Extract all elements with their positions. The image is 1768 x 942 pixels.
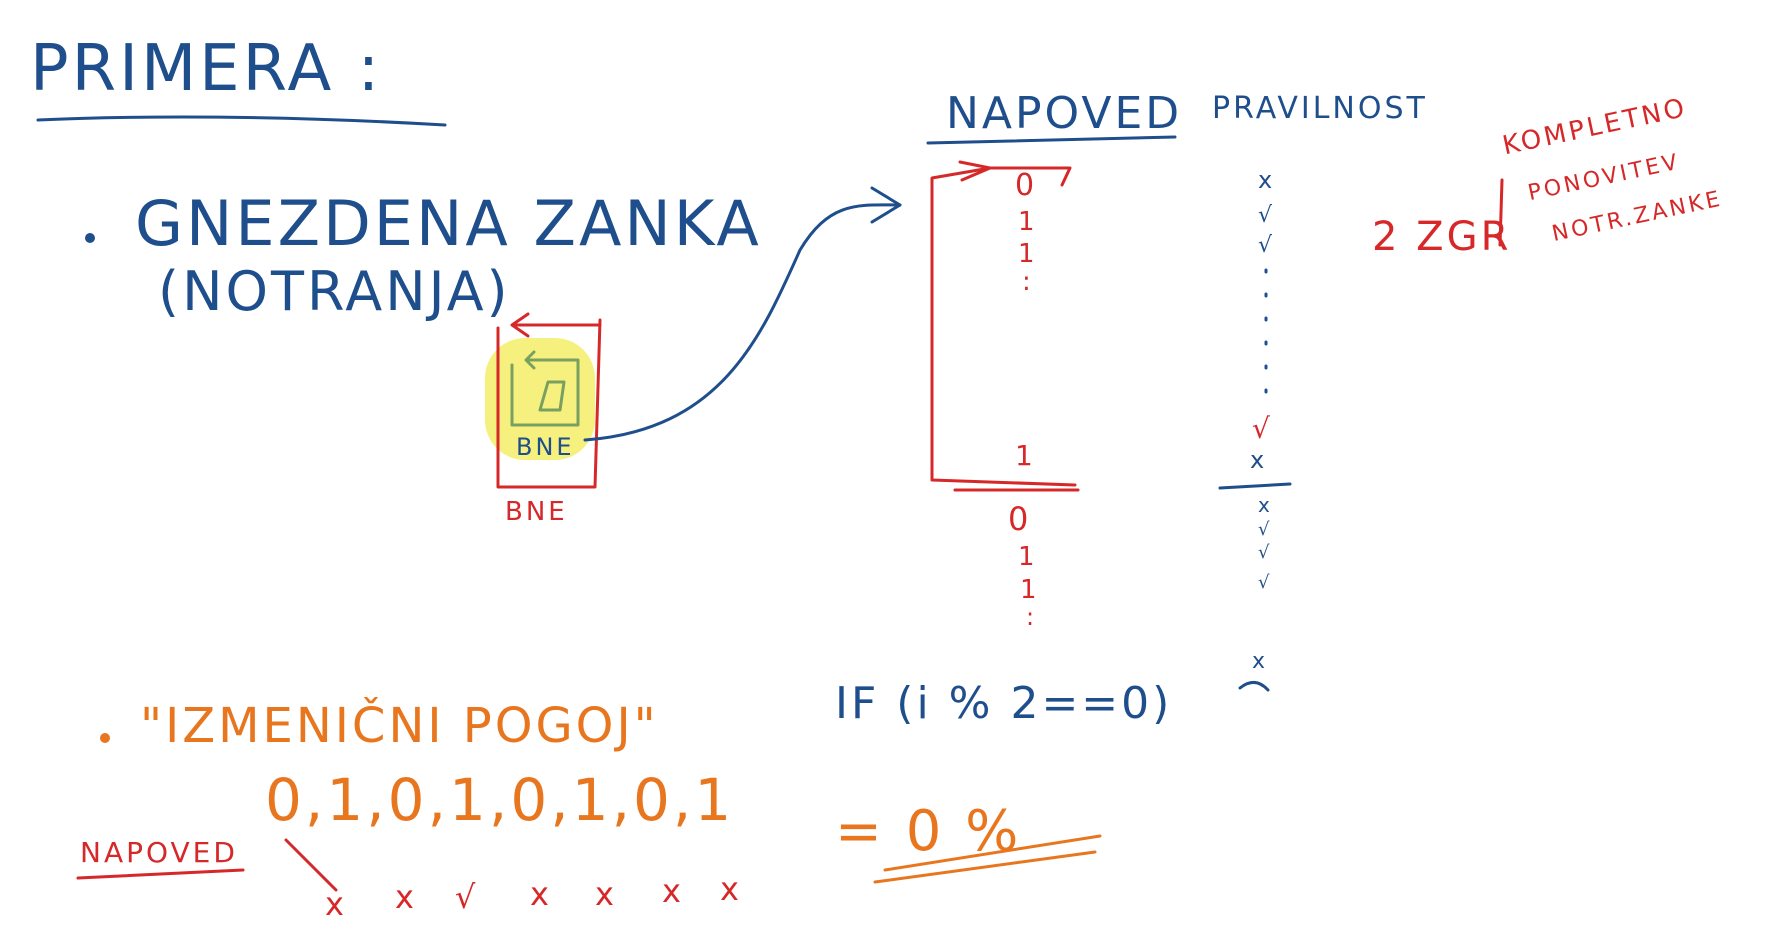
side-note-lead: 2 ZGR [1372, 214, 1511, 260]
pravilnost-mark: x [1258, 493, 1273, 517]
pravilnost-mark: √ [1252, 412, 1273, 445]
outer-loop-box [496, 318, 602, 489]
bullet2-sequence: 0,1,0,1,0,1,0,1 [265, 766, 734, 834]
inner-loop-box [510, 350, 580, 427]
bullet1-line1: GNEZDENA ZANKA [135, 187, 762, 260]
napoved-value: 1 [1015, 439, 1036, 472]
bullet-dot-2 [100, 733, 110, 743]
napoved-value: : [1022, 267, 1034, 297]
napoved-value: : [1026, 603, 1037, 631]
napoved-bracket [930, 166, 1077, 487]
pravilnost-separator [1218, 482, 1292, 490]
pravilnost-mark: √ [1258, 203, 1275, 228]
inner-loop-shape [538, 380, 566, 412]
outer-loop-arrow [510, 312, 602, 338]
result-underline-1 [883, 834, 1102, 872]
connector-arrowhead [870, 186, 902, 224]
napoved-header: NAPOVED [946, 88, 1182, 139]
pravilnost-header: PRAVILNOST [1212, 91, 1428, 126]
title-underline [36, 115, 447, 127]
outer-loop-label: BNE [505, 497, 568, 527]
side-note-divider [1498, 178, 1504, 247]
bullet2-mark: √ [455, 878, 478, 916]
bullet2-mark: x [395, 878, 417, 916]
bullet2-mark: x [325, 885, 347, 923]
napoved-value: 1 [1020, 575, 1040, 605]
pravilnost-mark: √ [1258, 519, 1272, 540]
if-statement: IF (i % 2==0) [835, 678, 1172, 729]
result-underline-2 [873, 850, 1097, 884]
pravilnost-mark: x [1250, 446, 1267, 474]
bullet2-mark: x [530, 875, 552, 913]
napoved-value: 1 [1018, 239, 1038, 269]
page-title: PRIMERA : [30, 32, 382, 106]
bullet-dot-1 [85, 233, 95, 243]
bullet2-label: "IZMENIČNI POGOJ" [140, 697, 659, 754]
napoved-bracket-arrow [958, 160, 992, 182]
pravilnost-mark: √ [1258, 233, 1275, 258]
inner-loop-label: BNE [516, 433, 575, 461]
pravilnost-end-stroke [1238, 681, 1270, 692]
napoved-value: 0 [1008, 500, 1031, 538]
pravilnost-mark: √ [1258, 572, 1272, 593]
napoved-value: 1 [1018, 542, 1038, 572]
side-note-line1: KOMPLETNO [1500, 93, 1690, 161]
bullet2-napoved-label: NAPOVED [80, 836, 238, 869]
bullet2-mark: x [662, 872, 684, 910]
bullet1-line2: (NOTRANJA) [158, 260, 511, 323]
bullet2-napoved-underline [76, 868, 245, 880]
bullet2-pointer [284, 838, 338, 892]
napoved-underline [926, 135, 1177, 145]
bullet2-mark: x [720, 870, 742, 908]
pravilnost-mark: √ [1258, 542, 1272, 563]
napoved-value: 1 [1018, 207, 1038, 237]
side-note-line2: PONOVITEV [1526, 149, 1683, 206]
pravilnost-mark: x [1258, 166, 1275, 194]
pravilnost-mark: x [1252, 649, 1268, 674]
napoved-value: 0 [1015, 168, 1037, 203]
bullet2-mark: x [595, 875, 617, 913]
connector-arrow [583, 203, 902, 442]
